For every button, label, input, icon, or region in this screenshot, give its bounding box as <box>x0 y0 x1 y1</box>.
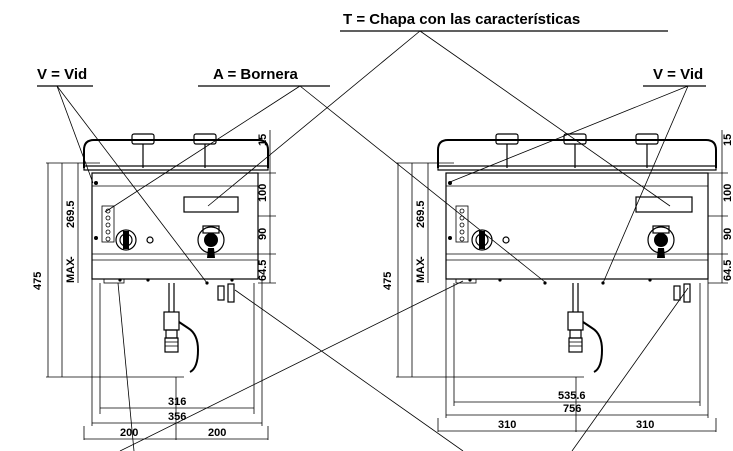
left-rating-plate <box>183 196 239 213</box>
left-unit <box>83 133 269 373</box>
dim-right-dash: - <box>415 256 427 260</box>
dim-left-356: 356 <box>168 411 186 423</box>
callout-t-plate: T = Chapa con las características <box>343 11 580 28</box>
left-dimensions: 475 269.5 - MAX 15 100 90 64.5 316 356 2… <box>32 130 276 440</box>
dim-left-475: 475 <box>32 272 44 290</box>
right-dimensions: 475 269.5 - MAX 15 100 90 64.5 535.6 756… <box>382 130 733 432</box>
left-terminal-block <box>101 205 115 243</box>
dim-right-100: 100 <box>722 184 733 202</box>
dim-right-90: 90 <box>722 228 733 240</box>
dim-left-200a: 200 <box>120 427 138 439</box>
left-knob-icon <box>115 229 137 251</box>
dim-right-310a: 310 <box>498 419 516 431</box>
callout-v-screw-right: V = Vid <box>653 66 703 83</box>
dim-right-15: 15 <box>722 134 733 146</box>
right-screw-icon <box>448 181 452 185</box>
right-terminal-block <box>455 205 469 243</box>
dim-right-64-5: 64.5 <box>722 260 733 281</box>
right-handle-rail <box>437 139 717 168</box>
left-valve-icon <box>197 225 225 258</box>
dim-right-535-6: 535.6 <box>558 390 586 402</box>
dim-left-64-5: 64.5 <box>257 260 269 281</box>
dim-left-269-5: 269.5 <box>65 200 77 228</box>
callout-a-terminal: A = Bornera <box>213 66 299 83</box>
right-knob-icon <box>471 229 493 251</box>
left-handle-rail <box>83 139 269 168</box>
dim-left-15: 15 <box>257 134 269 146</box>
right-unit <box>437 133 717 373</box>
callout-v-screw-left: V = Vid <box>37 66 87 83</box>
right-unit-body <box>445 172 709 280</box>
dim-right-310b: 310 <box>636 419 654 431</box>
dim-right-269-5: 269.5 <box>415 200 427 228</box>
dim-right-756: 756 <box>563 403 581 415</box>
dim-right-max: MAX <box>415 258 427 283</box>
dim-left-100: 100 <box>257 184 269 202</box>
left-drain-tap-icon <box>163 283 200 373</box>
dim-left-dash: - <box>65 256 77 260</box>
left-screw-icon <box>94 181 98 185</box>
right-drain-tap-icon <box>567 283 604 373</box>
left-unit-body <box>91 172 259 280</box>
right-rating-plate <box>635 196 693 213</box>
dim-left-max: MAX <box>65 258 77 283</box>
leader-lines <box>56 30 689 451</box>
dim-left-316: 316 <box>168 396 186 408</box>
right-valve-icon <box>647 225 675 258</box>
dim-right-475: 475 <box>382 272 394 290</box>
dim-left-200b: 200 <box>208 427 226 439</box>
dim-left-90: 90 <box>257 228 269 240</box>
